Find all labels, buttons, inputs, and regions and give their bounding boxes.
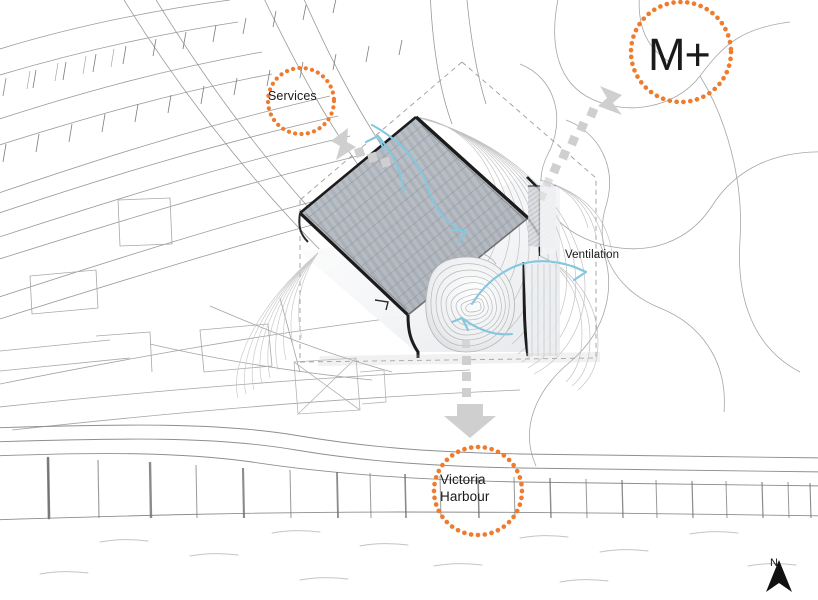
victoria-harbour-label: Victoria Harbour	[440, 472, 490, 504]
services-callout-circle	[265, 65, 337, 137]
north-label: N	[770, 557, 778, 569]
museum-roof	[298, 115, 530, 317]
harbour-edge	[0, 424, 818, 521]
harbour-callout-circle	[431, 444, 525, 538]
services-label: Services	[268, 89, 317, 103]
water-ripples	[39, 530, 797, 583]
mplus-callout-circle	[628, 0, 734, 105]
ventilation-direction-arrow	[536, 86, 622, 202]
promenade-ticks	[46, 456, 812, 520]
services-direction-arrow	[331, 128, 392, 168]
mplus-logo-text: M+	[648, 29, 711, 80]
airflow-arrows	[364, 123, 588, 336]
plot-x-marker	[293, 357, 387, 415]
landscape-contours	[519, 0, 818, 467]
roof-contour-fan-left	[236, 252, 319, 399]
building-shadow	[318, 352, 600, 366]
north-arrow-glyph	[766, 560, 792, 592]
band-hatching	[2, 0, 403, 163]
harbour-direction-arrow	[444, 340, 496, 438]
ventilation-label: Ventilation	[565, 249, 620, 261]
